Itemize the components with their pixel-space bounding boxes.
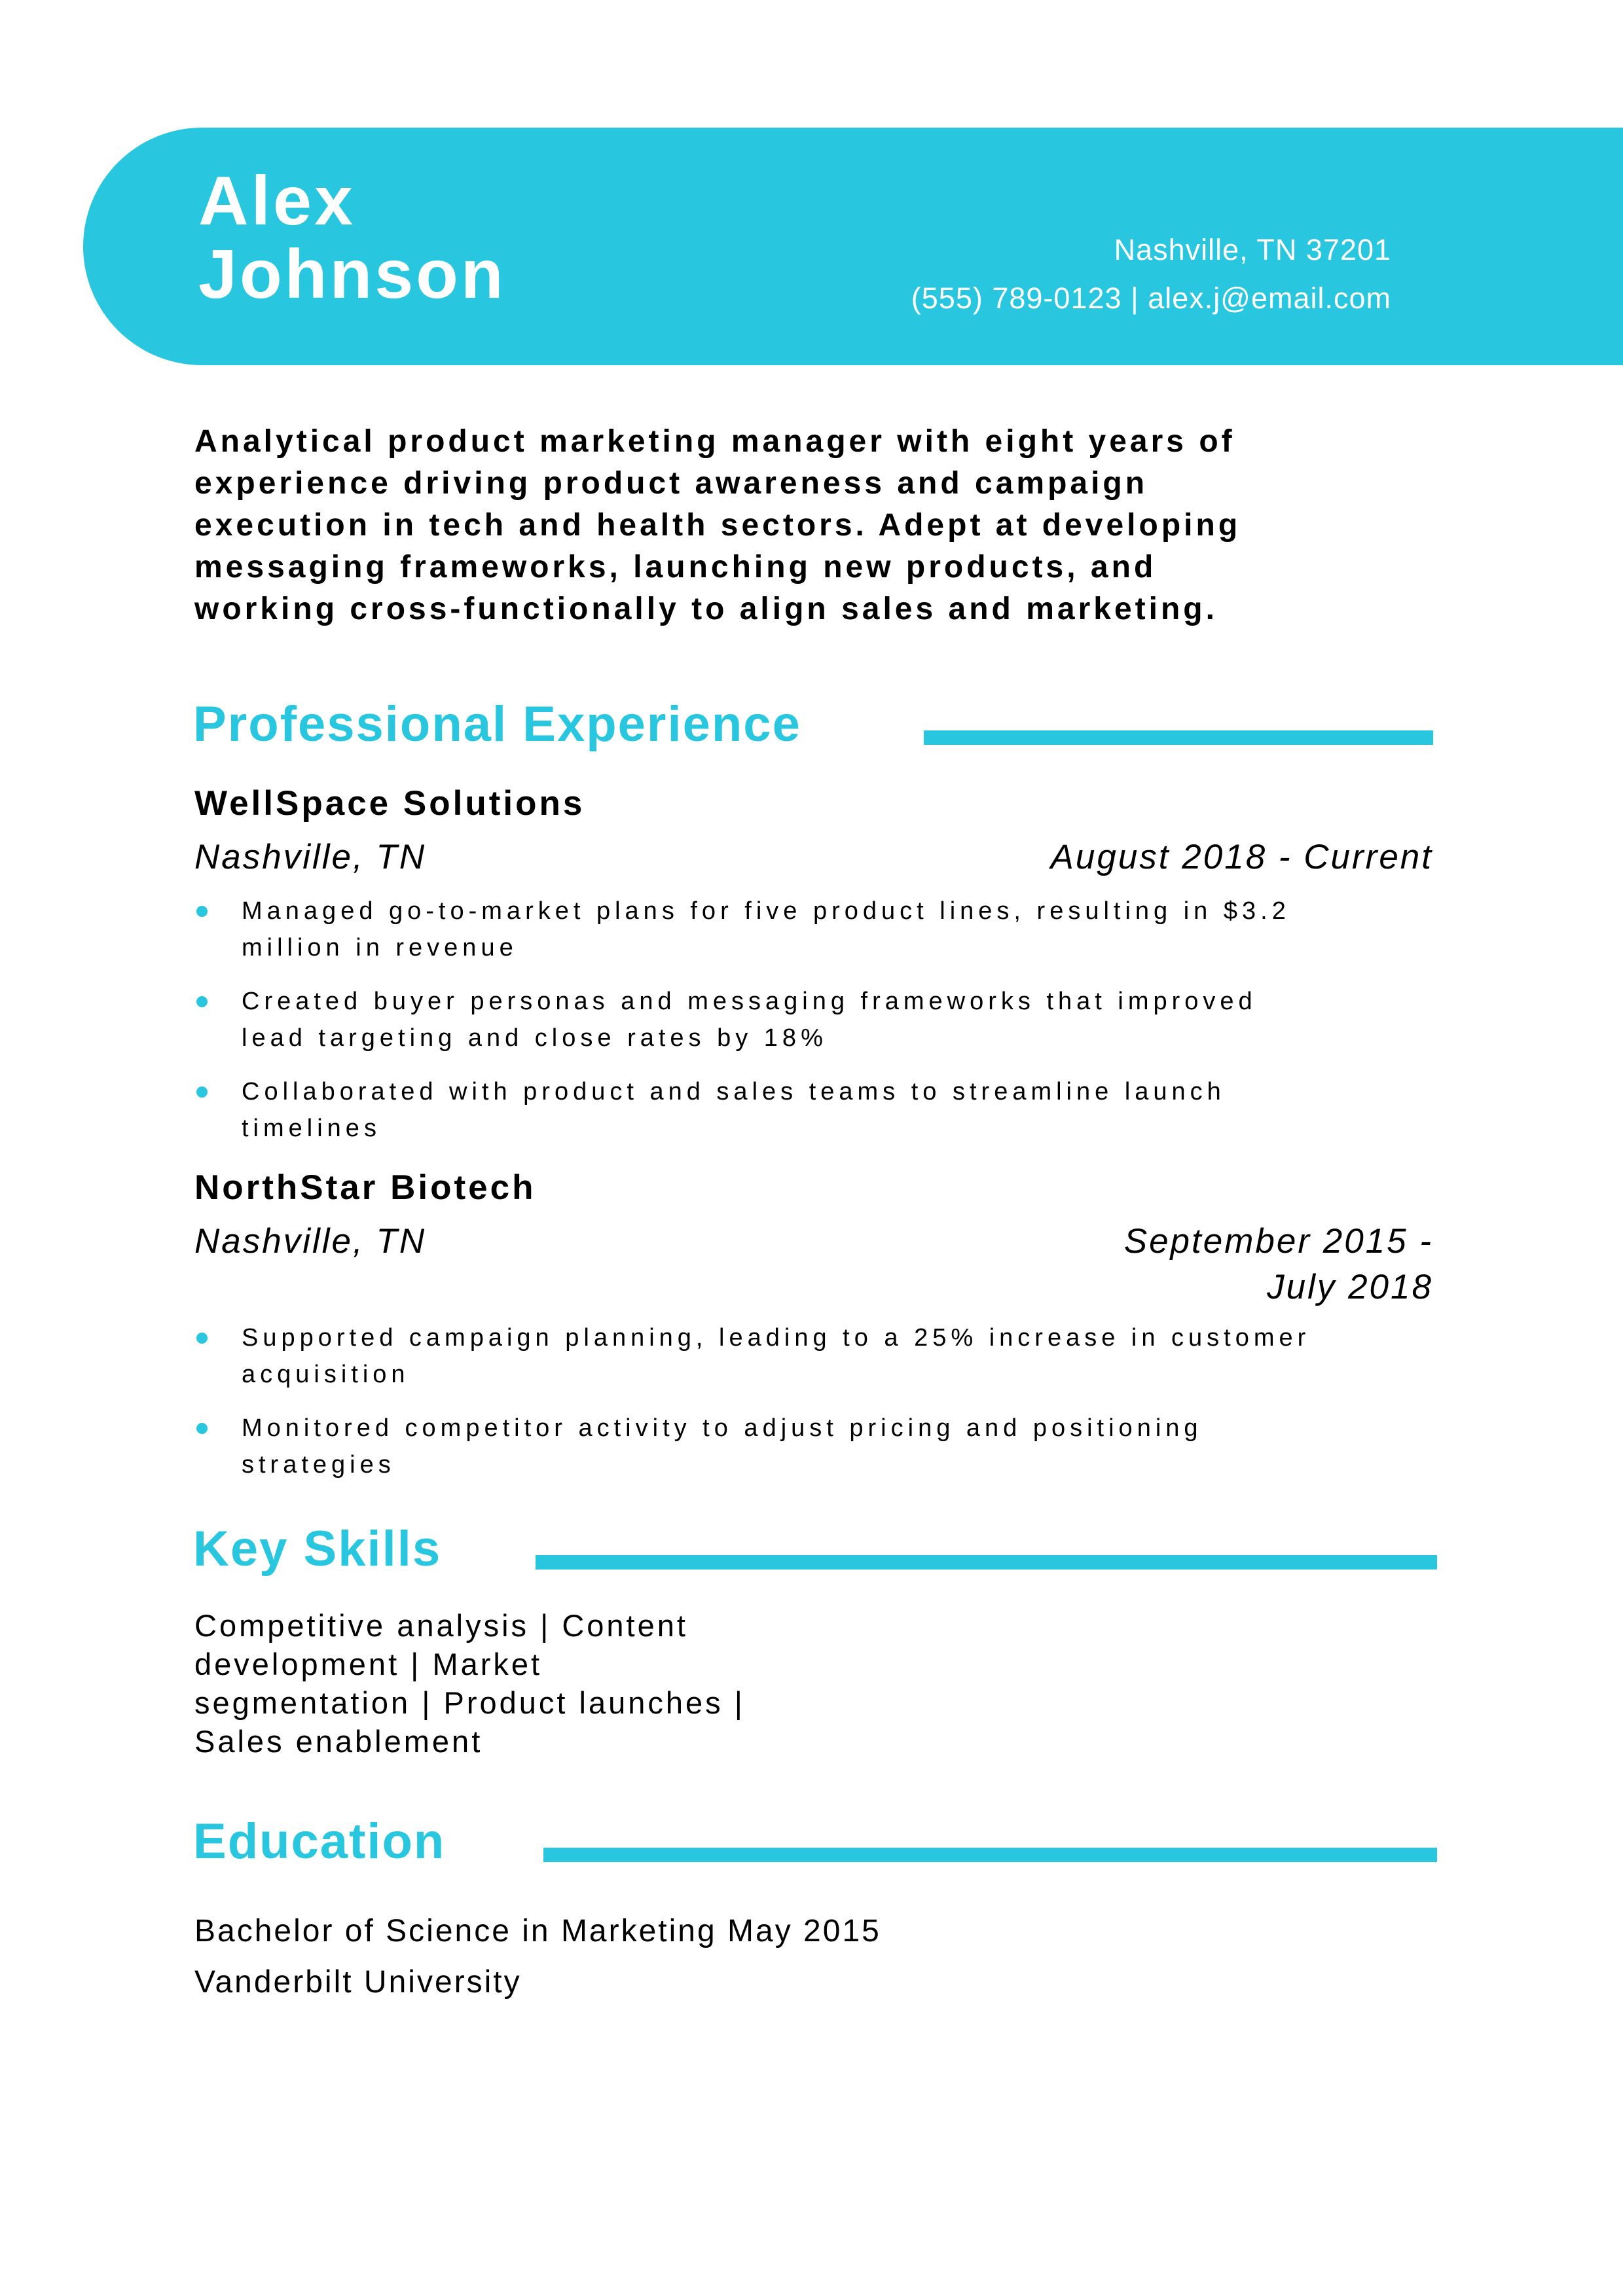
list-item: Collaborated with product and sales team… — [194, 1073, 1328, 1147]
bullet-dot-icon — [196, 1333, 208, 1344]
candidate-last-name: Johnson — [198, 236, 506, 313]
contact-address: Nashville, TN 37201 — [1114, 233, 1391, 266]
contact-info: Nashville, TN 37201 (555) 789-0123 | ale… — [911, 226, 1391, 323]
skills-line: Sales enablement — [194, 1724, 483, 1759]
list-item: Supported campaign planning, leading to … — [194, 1319, 1328, 1393]
education-school: Vanderbilt University — [194, 1965, 522, 2000]
bullet-dot-icon — [196, 1423, 208, 1434]
education-section-heading: Education — [193, 1814, 446, 1869]
summary-line: messaging frameworks, launching new prod… — [194, 550, 1157, 584]
job-location: Nashville, TN — [194, 1222, 427, 1261]
experience-heading-rule — [924, 730, 1433, 745]
skills-list: Competitive analysis | Content developme… — [194, 1606, 745, 1761]
company-name: WellSpace Solutions — [194, 784, 585, 823]
job-dates: August 2018 - Current — [1050, 838, 1433, 876]
job-bullet-list: Supported campaign planning, leading to … — [194, 1319, 1328, 1500]
skills-line: segmentation | Product launches | — [194, 1685, 745, 1720]
bullet-dot-icon — [196, 906, 208, 917]
bullet-dot-icon — [196, 1086, 208, 1098]
education-details: Bachelor of Science in Marketing May 201… — [194, 1906, 881, 2008]
job-location: Nashville, TN — [194, 838, 427, 876]
professional-summary: Analytical product marketing manager wit… — [194, 421, 1241, 630]
list-item: Created buyer personas and messaging fra… — [194, 983, 1328, 1056]
bullet-text: Managed go-to-market plans for five prod… — [242, 897, 1290, 961]
skills-line: Competitive analysis | Content — [194, 1608, 688, 1643]
contact-phone-email: (555) 789-0123 | alex.j@email.com — [911, 281, 1391, 315]
job-meta-row: Nashville, TN August 2018 - Current — [194, 834, 1433, 880]
bullet-text: Collaborated with product and sales team… — [242, 1078, 1226, 1142]
company-name: NorthStar Biotech — [194, 1168, 536, 1207]
bullet-dot-icon — [196, 996, 208, 1007]
bullet-text: Supported campaign planning, leading to … — [242, 1324, 1311, 1388]
summary-line: Analytical product marketing manager wit… — [194, 424, 1235, 459]
summary-line: experience driving product awareness and… — [194, 466, 1148, 501]
job-bullet-list: Managed go-to-market plans for five prod… — [194, 893, 1328, 1164]
job-meta-row: Nashville, TN September 2015 - July 2018 — [194, 1219, 1433, 1310]
bullet-text: Created buyer personas and messaging fra… — [242, 988, 1257, 1052]
skills-section-heading: Key Skills — [193, 1521, 442, 1577]
skills-heading-rule — [536, 1555, 1437, 1570]
header-band: Alex Johnson Nashville, TN 37201 (555) 7… — [83, 128, 1623, 365]
list-item: Monitored competitor activity to adjust … — [194, 1410, 1328, 1483]
summary-line: working cross-functionally to align sale… — [194, 592, 1218, 626]
bullet-text: Monitored competitor activity to adjust … — [242, 1414, 1203, 1479]
education-degree: Bachelor of Science in Marketing May 201… — [194, 1914, 881, 1948]
summary-line: execution in tech and health sectors. Ad… — [194, 508, 1241, 543]
job-dates: September 2015 - July 2018 — [1123, 1222, 1433, 1306]
skills-line: development | Market — [194, 1647, 543, 1681]
candidate-name: Alex Johnson — [198, 164, 506, 311]
list-item: Managed go-to-market plans for five prod… — [194, 893, 1328, 966]
candidate-first-name: Alex — [198, 162, 356, 240]
education-heading-rule — [543, 1848, 1437, 1862]
experience-section-heading: Professional Experience — [193, 696, 801, 752]
